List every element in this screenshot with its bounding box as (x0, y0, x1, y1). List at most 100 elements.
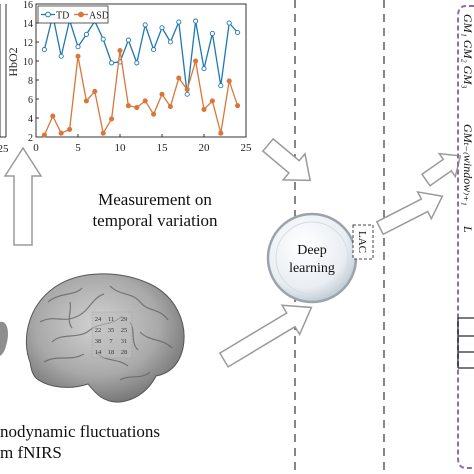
x-tick-label: 10 (115, 142, 127, 154)
diagonal-arrow-down-right (261, 137, 312, 182)
channel-label: 28 (121, 349, 128, 356)
fluctuations-caption: nodynamic fluctuations m fNIRS (0, 421, 260, 463)
data-point-td (184, 91, 190, 97)
data-point-asd (151, 111, 157, 117)
data-point-td (109, 60, 115, 66)
output-table (457, 317, 474, 369)
plot-frame (35, 3, 247, 138)
data-point-asd (176, 75, 182, 81)
data-point-asd (159, 91, 165, 97)
data-point-asd (134, 105, 140, 111)
data-point-asd (142, 98, 148, 104)
data-point-td (167, 39, 173, 45)
data-point-asd (83, 98, 89, 104)
channel-label: 7 (109, 338, 113, 345)
x-tick-label: 25 (241, 142, 253, 154)
y-tick-label: 10 (23, 57, 33, 68)
data-point-asd (92, 88, 98, 94)
channel-label: 31 (121, 338, 128, 345)
x-tick-label: 0 (33, 142, 39, 154)
channel-label: 29 (121, 316, 128, 323)
x-tick-label: 15 (157, 142, 169, 154)
data-point-td (125, 37, 131, 43)
data-point-td (75, 44, 81, 50)
brain-gyri (39, 285, 173, 381)
data-point-td (201, 66, 207, 72)
diagonal-arrow-up-right (218, 304, 313, 368)
left-panel-tick-label: 25 (0, 143, 9, 155)
legend-td: TD (56, 11, 69, 22)
data-point-asd (109, 116, 115, 122)
deep-learning-label-2: learning (289, 261, 335, 276)
data-point-asd (209, 98, 215, 104)
data-point-td (83, 31, 89, 37)
data-point-asd (201, 106, 207, 112)
data-point-asd (75, 53, 81, 59)
data-point-td (142, 22, 148, 28)
data-point-td (100, 36, 106, 42)
data-point-asd (193, 58, 199, 64)
data-point-asd (226, 78, 232, 84)
series-line-td (43, 15, 239, 95)
data-point-td (226, 20, 232, 26)
data-point-asd (50, 113, 56, 119)
y-tick-label: 16 (23, 0, 33, 11)
channel-label: 25 (121, 327, 128, 334)
gm-label-t: GMₜ₋₍window₎₊₁ (461, 124, 474, 206)
data-point-td (235, 29, 241, 36)
data-point-asd (67, 126, 73, 132)
data-point-asd (235, 103, 241, 109)
series-group (41, 12, 241, 138)
legend-asd: ASD (89, 11, 109, 22)
data-point-td (134, 60, 140, 66)
data-point-asd (58, 130, 64, 136)
data-point-asd (184, 86, 190, 93)
data-point-td (218, 83, 224, 89)
y-tick-label: 2 (28, 133, 33, 144)
x-tick-label: 20 (199, 142, 211, 154)
channel-label: 11 (108, 316, 114, 323)
data-point-asd (125, 103, 131, 109)
deep-learning-node: Deep learning LAC (266, 212, 374, 304)
channel-label: 22 (95, 327, 102, 334)
channel-label: 35 (108, 327, 115, 334)
fluctuations-caption-line2: m fNIRS (0, 443, 62, 462)
left-partial-panel: 25 (0, 4, 9, 155)
data-point-td (209, 30, 215, 37)
data-point-td (193, 18, 199, 24)
purple-bracket (457, 5, 474, 469)
channel-label: 18 (108, 349, 115, 356)
channel-label: 24 (95, 316, 102, 323)
l-label: L (461, 226, 474, 233)
measurement-caption-line1: Measurement on (98, 190, 212, 209)
y-tick-label: 6 (28, 95, 33, 106)
data-point-td (159, 25, 165, 31)
data-point-asd (218, 130, 224, 136)
chart-legend: TD ASD (37, 5, 109, 24)
data-point-asd (167, 104, 173, 110)
data-point-td (58, 53, 64, 59)
x-tick-label: 5 (75, 142, 81, 154)
y-axis-label: HbO2 (6, 47, 20, 76)
data-point-asd (117, 48, 123, 54)
data-point-asd (100, 130, 106, 136)
y-tick-label: 4 (28, 114, 33, 125)
up-arrow (3, 146, 43, 246)
y-tick-label: 8 (28, 76, 33, 87)
lac-box: LAC (352, 224, 374, 260)
channel-label: 38 (95, 338, 102, 345)
arrow-lac-to-right (375, 190, 444, 236)
measurement-caption-line2: temporal variation (92, 211, 218, 230)
deep-learning-label-1: Deep (297, 243, 327, 258)
lac-label: LAC (356, 231, 368, 253)
y-tick-label: 14 (23, 19, 33, 30)
fluctuations-caption-line1: nodynamic fluctuations (0, 422, 161, 441)
brain-fragment-left (0, 321, 8, 356)
y-tick-label: 12 (23, 38, 33, 49)
